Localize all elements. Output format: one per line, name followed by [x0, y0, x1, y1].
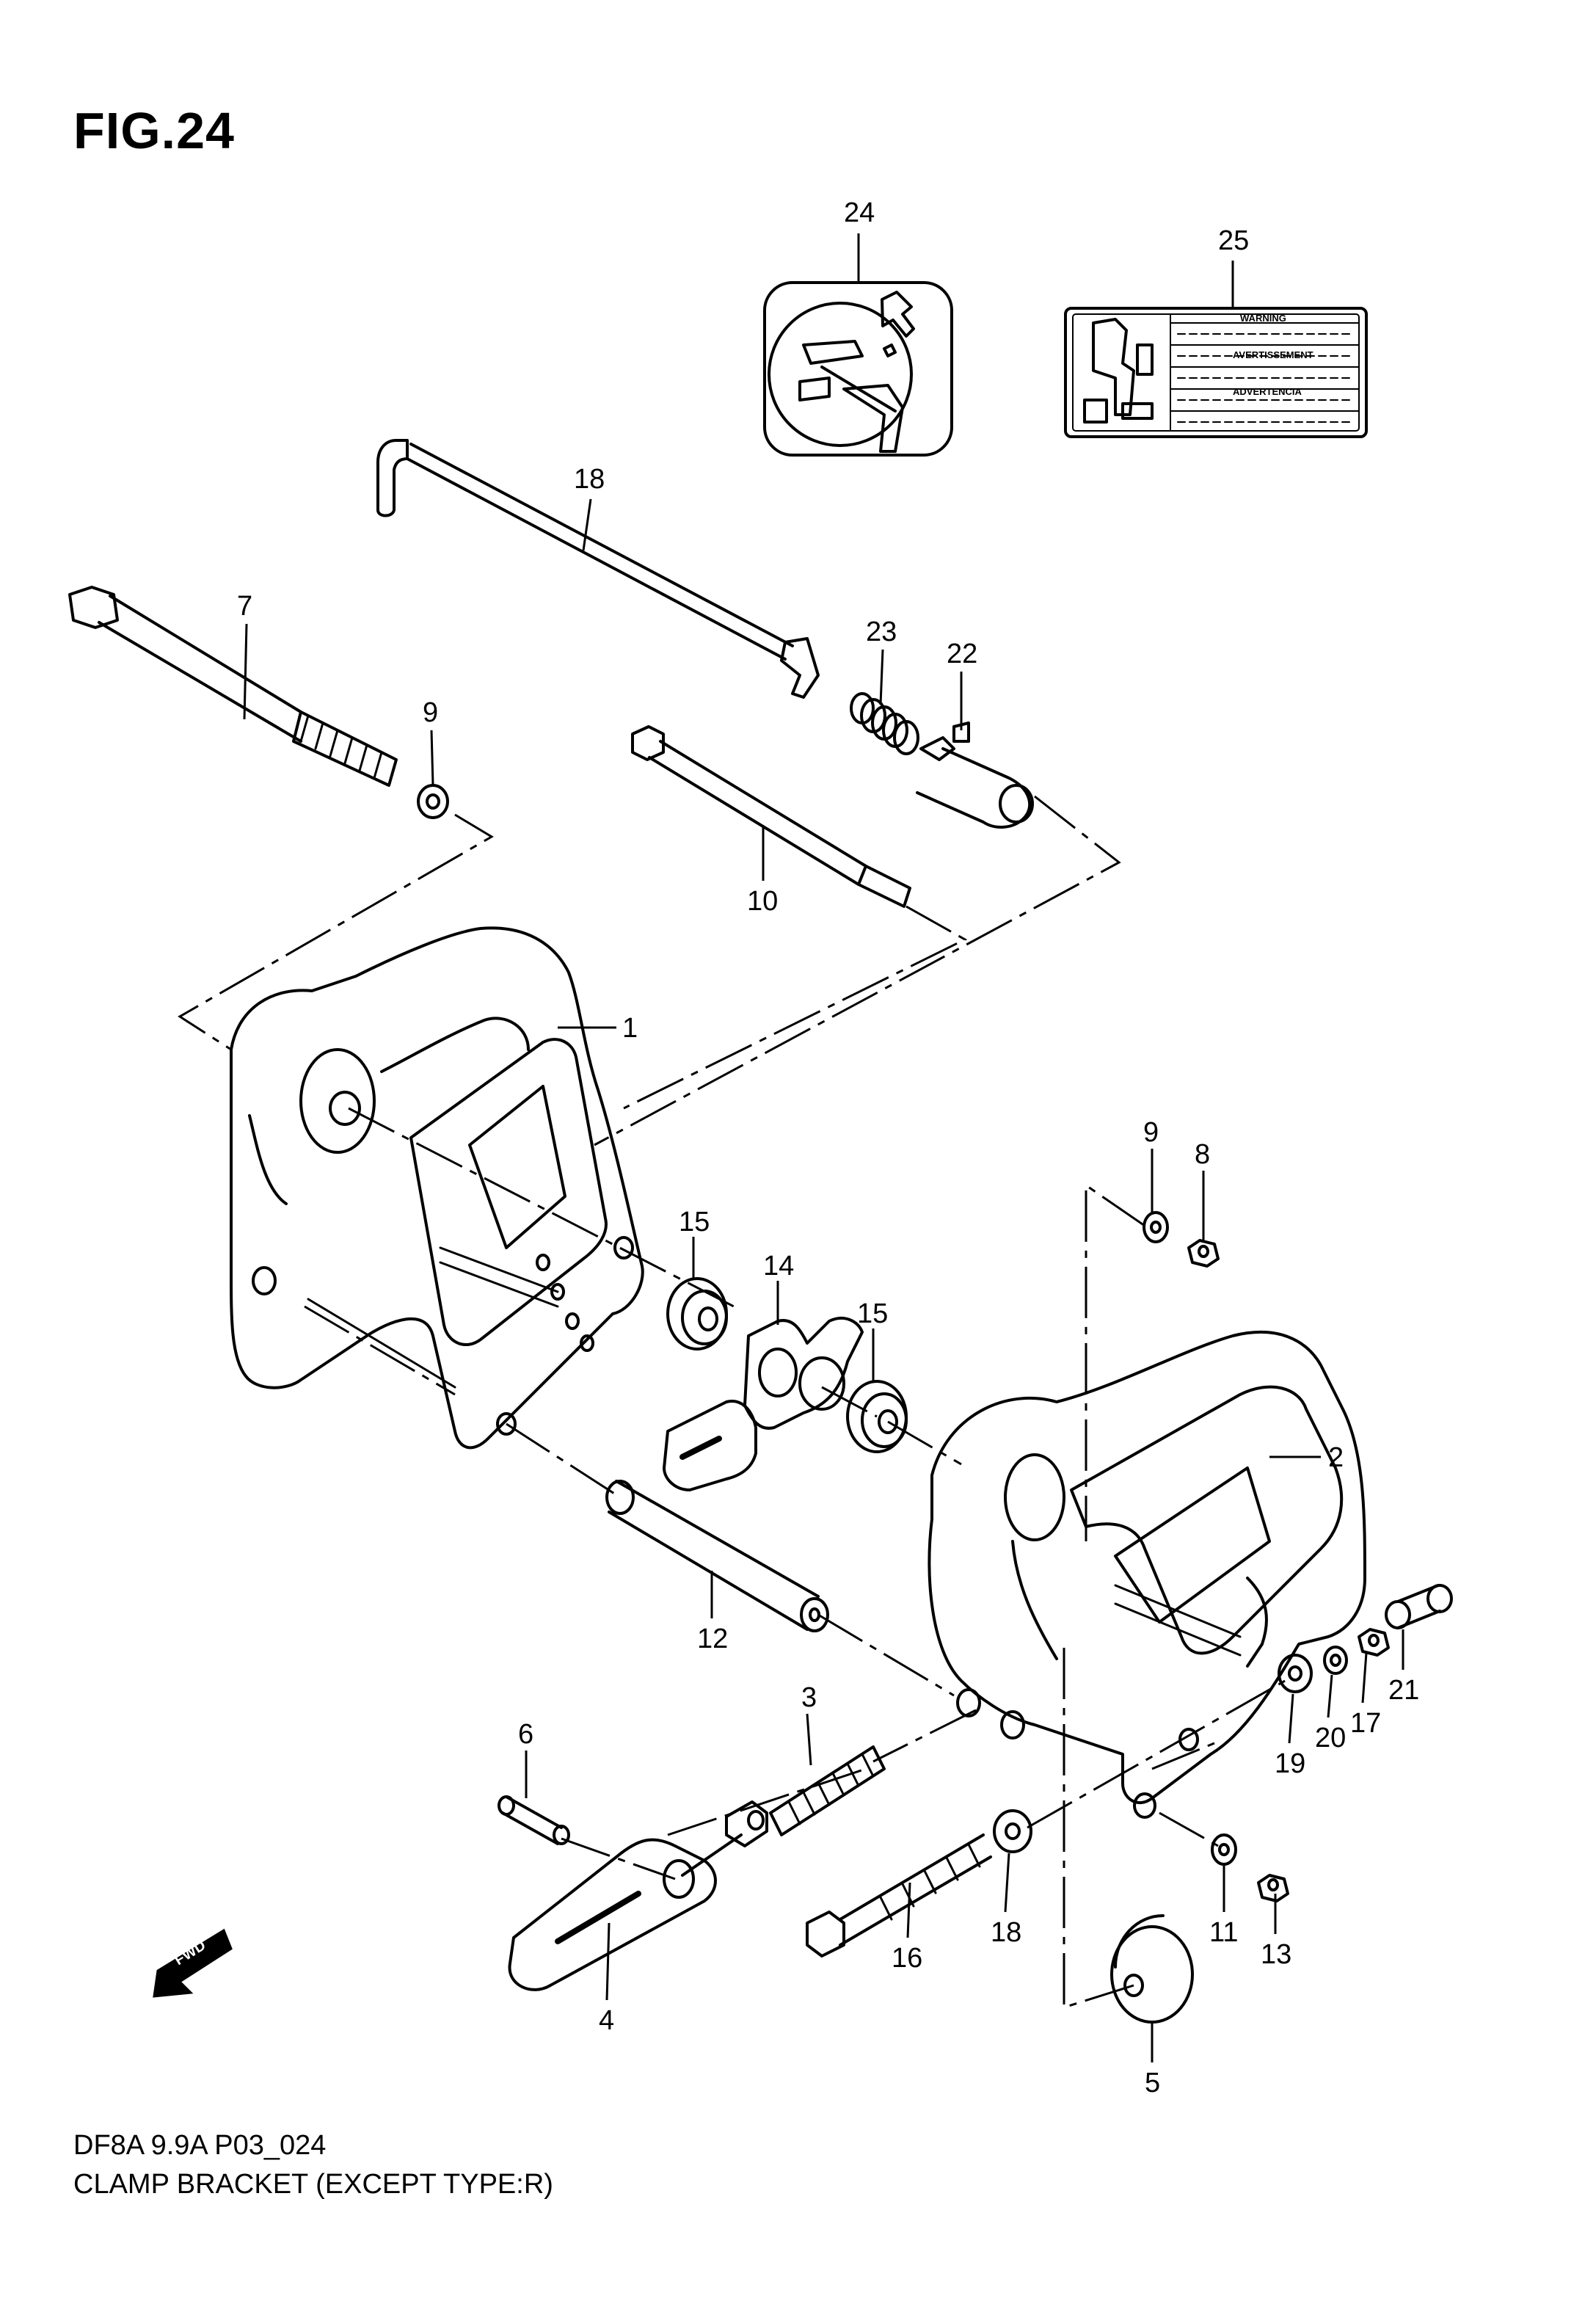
- part-number-9-right: 9: [1143, 1117, 1159, 1148]
- part-number-8: 8: [1195, 1139, 1210, 1170]
- through-bolt-part: [631, 725, 911, 908]
- collar-20-part: [1385, 1584, 1453, 1629]
- nut-8-part: [1187, 1239, 1220, 1268]
- assembly-lines: [178, 795, 1292, 2010]
- part-number-21: 18: [574, 464, 605, 495]
- part-number-25: 25: [1218, 225, 1249, 256]
- warning-label-line1: WARNING: [1240, 313, 1286, 324]
- part-number-22: 22: [947, 639, 977, 669]
- clamp-bracket-right-part: [928, 1330, 1366, 1819]
- part-number-14: 14: [763, 1251, 794, 1282]
- part-number-19: 20: [1315, 1723, 1346, 1753]
- nut-17-part: [1358, 1628, 1390, 1657]
- part-number-13: 13: [1261, 1939, 1291, 1970]
- part-number-4: 4: [599, 2005, 614, 2036]
- washer-18-right-part: [1278, 1654, 1313, 1693]
- shaft-pin-part: [605, 1480, 829, 1632]
- bushing-left-part: [666, 1277, 728, 1351]
- tilt-plate-part: [663, 1317, 864, 1491]
- adjust-screw-part: [806, 1833, 992, 1957]
- warning-label-line3: ADVERTENCIA: [1233, 386, 1302, 397]
- part-number-2: 2: [1328, 1442, 1344, 1473]
- part-number-24: 24: [844, 197, 875, 228]
- part-number-23: 23: [866, 617, 897, 647]
- adjuster-spring-part: [725, 1745, 886, 1847]
- washer-19-part: [1323, 1646, 1348, 1675]
- diagram-code: DF8A 9.9A P03_024: [73, 2130, 327, 2161]
- part-number-labels: 24 25 18 7 9 23 22 10 1 9 8 15 14 15 2 1…: [237, 197, 1419, 2098]
- fwd-arrow-icon: FWD: [153, 1928, 233, 1998]
- part-number-20: 21: [1388, 1675, 1419, 1706]
- nut-13-part: [1257, 1874, 1289, 1902]
- end-cap-part: [1110, 1914, 1194, 2024]
- part-number-18-right: 19: [1275, 1748, 1305, 1779]
- clamp-lever-part: [508, 1833, 743, 1991]
- part-number-11: 11: [1209, 1917, 1238, 1948]
- figure-title: FIG.24: [73, 102, 235, 159]
- pin-part: [498, 1795, 570, 1845]
- washer-lower-part: [993, 1809, 1032, 1853]
- washer-upper-right-part: [1143, 1211, 1169, 1243]
- part-number-5: 5: [1145, 2068, 1160, 2098]
- leader-lines: [243, 233, 1404, 2062]
- clamp-bracket-left-part: [230, 926, 644, 1450]
- bushing-right-part: [846, 1380, 908, 1453]
- warning-label-part: [1064, 307, 1368, 438]
- part-number-12: 12: [697, 1624, 728, 1654]
- part-number-1: 1: [622, 1013, 638, 1044]
- washer-upper-left-part: [417, 784, 449, 819]
- part-number-9-left: 9: [423, 697, 438, 728]
- part-number-6: 6: [518, 1719, 533, 1750]
- diagram-caption: CLAMP BRACKET (EXCEPT TYPE:R): [73, 2169, 553, 2200]
- washer-11-part: [1211, 1833, 1237, 1866]
- part-number-10: 10: [747, 886, 778, 917]
- part-number-15-left: 15: [679, 1207, 710, 1237]
- spring-part: [850, 692, 919, 755]
- part-number-3: 3: [801, 1682, 817, 1713]
- part-number-16: 16: [892, 1943, 922, 1974]
- long-bolt-part: [68, 586, 398, 787]
- warning-label-line2: AVERTISSEMENT: [1233, 349, 1313, 360]
- lock-cylinder-part: [916, 721, 1034, 829]
- part-number-17: 17: [1350, 1708, 1381, 1739]
- lock-rod-part: [376, 439, 820, 699]
- part-number-15-right: 15: [857, 1298, 888, 1329]
- lever-sticker-part: [763, 281, 953, 457]
- part-number-7: 7: [237, 591, 252, 622]
- part-number-18-lower: 18: [991, 1917, 1021, 1948]
